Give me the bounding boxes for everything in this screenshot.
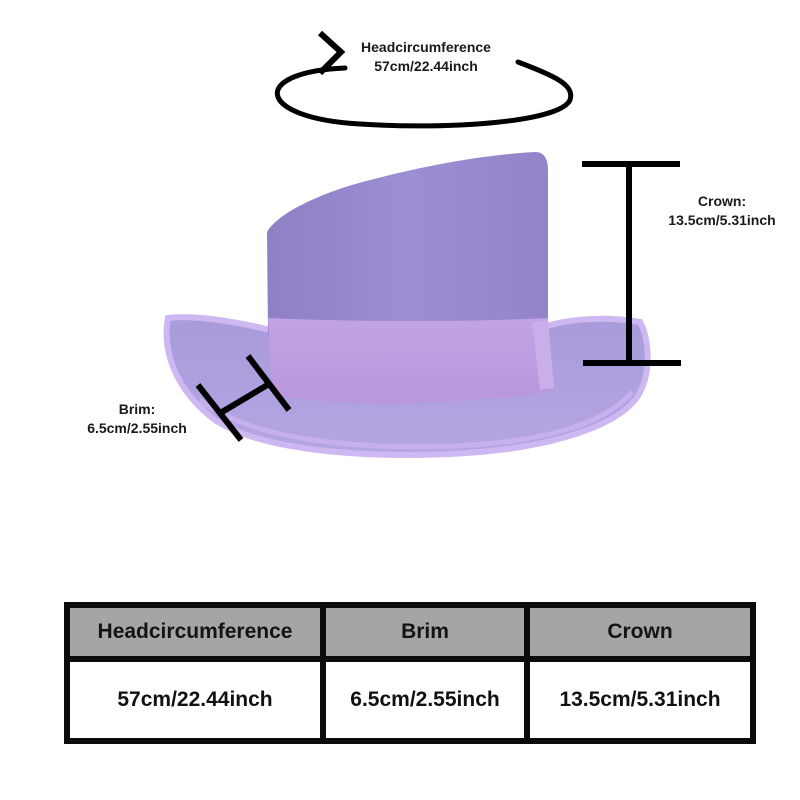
hat-band-bow — [532, 320, 554, 390]
cell-brim: 6.5cm/2.55inch — [320, 656, 530, 744]
circumference-arrow-icon — [317, 30, 346, 76]
header-head-circumference: Headcircumference — [64, 602, 326, 662]
hat-crown — [267, 152, 548, 335]
size-table: Headcircumference Brim Crown 57cm/22.44i… — [64, 602, 756, 744]
head-circumference-guide — [275, 30, 574, 129]
table-row: 57cm/22.44inch 6.5cm/2.55inch 13.5cm/5.3… — [64, 656, 756, 744]
brim-measure-guide — [195, 354, 292, 442]
cell-head-circumference: 57cm/22.44inch — [64, 656, 326, 744]
crown-value: 13.5cm/5.31inch — [668, 212, 776, 228]
header-brim: Brim — [320, 602, 530, 662]
hat-brim-front — [198, 390, 634, 450]
crown-label: Crown: 13.5cm/5.31inch — [652, 192, 792, 230]
crown-measure-guide — [582, 161, 681, 366]
brim-title: Brim: — [118, 401, 156, 417]
header-crown: Crown — [524, 602, 756, 662]
crown-title: Crown: — [697, 193, 747, 209]
hat-band — [268, 318, 552, 404]
brim-label: Brim: 6.5cm/2.55inch — [72, 400, 202, 438]
cell-crown: 13.5cm/5.31inch — [524, 656, 756, 744]
table-header-row: Headcircumference Brim Crown — [64, 602, 756, 662]
brim-value: 6.5cm/2.55inch — [87, 420, 187, 436]
circumference-ellipse — [275, 59, 574, 129]
head-circumference-value: 57cm/22.44inch — [374, 58, 478, 74]
head-circumference-label: Headcircumference 57cm/22.44inch — [336, 38, 516, 76]
head-circumference-title: Headcircumference — [361, 39, 491, 55]
